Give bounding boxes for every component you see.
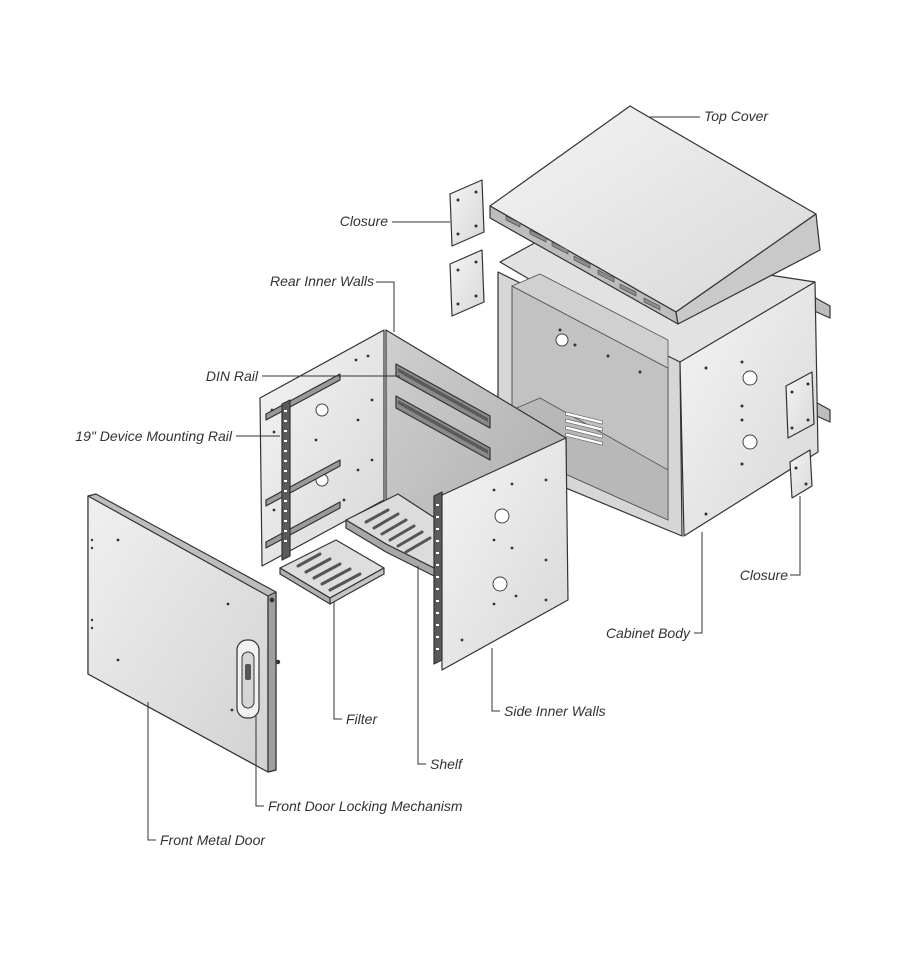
- leader-lines: [147, 116, 801, 841]
- device-mounting-rail: [281, 399, 291, 561]
- side-mounting-rail: [433, 491, 443, 665]
- shelf: [345, 493, 439, 579]
- label-top-cover: Top Cover: [704, 108, 769, 124]
- closure-plate-right-upper: [785, 371, 815, 439]
- closure-plate-right-lower: [789, 449, 813, 499]
- closure-plate-upper: [449, 179, 485, 247]
- label-din-rail: DIN Rail: [206, 368, 259, 384]
- cabinet-body: [497, 239, 831, 537]
- label-closure-left: Closure: [340, 213, 388, 229]
- label-closure-right: Closure: [740, 567, 788, 583]
- label-shelf: Shelf: [430, 756, 464, 772]
- front-metal-door: [87, 493, 281, 773]
- label-cabinet-body: Cabinet Body: [606, 625, 691, 641]
- side-inner-wall: [439, 437, 569, 671]
- front-door-locking-mechanism: [236, 639, 260, 719]
- closure-plate-lower: [449, 249, 485, 317]
- top-cover: [489, 105, 821, 325]
- label-filter: Filter: [346, 711, 378, 727]
- label-device-mounting-rail: 19" Device Mounting Rail: [75, 428, 233, 444]
- label-side-inner-walls: Side Inner Walls: [504, 703, 606, 719]
- label-front-metal-door: Front Metal Door: [160, 832, 266, 848]
- din-rail: [395, 363, 491, 461]
- filter: [279, 539, 385, 605]
- label-front-door-locking-mechanism: Front Door Locking Mechanism: [268, 798, 463, 814]
- label-rear-inner-walls: Rear Inner Walls: [270, 273, 374, 289]
